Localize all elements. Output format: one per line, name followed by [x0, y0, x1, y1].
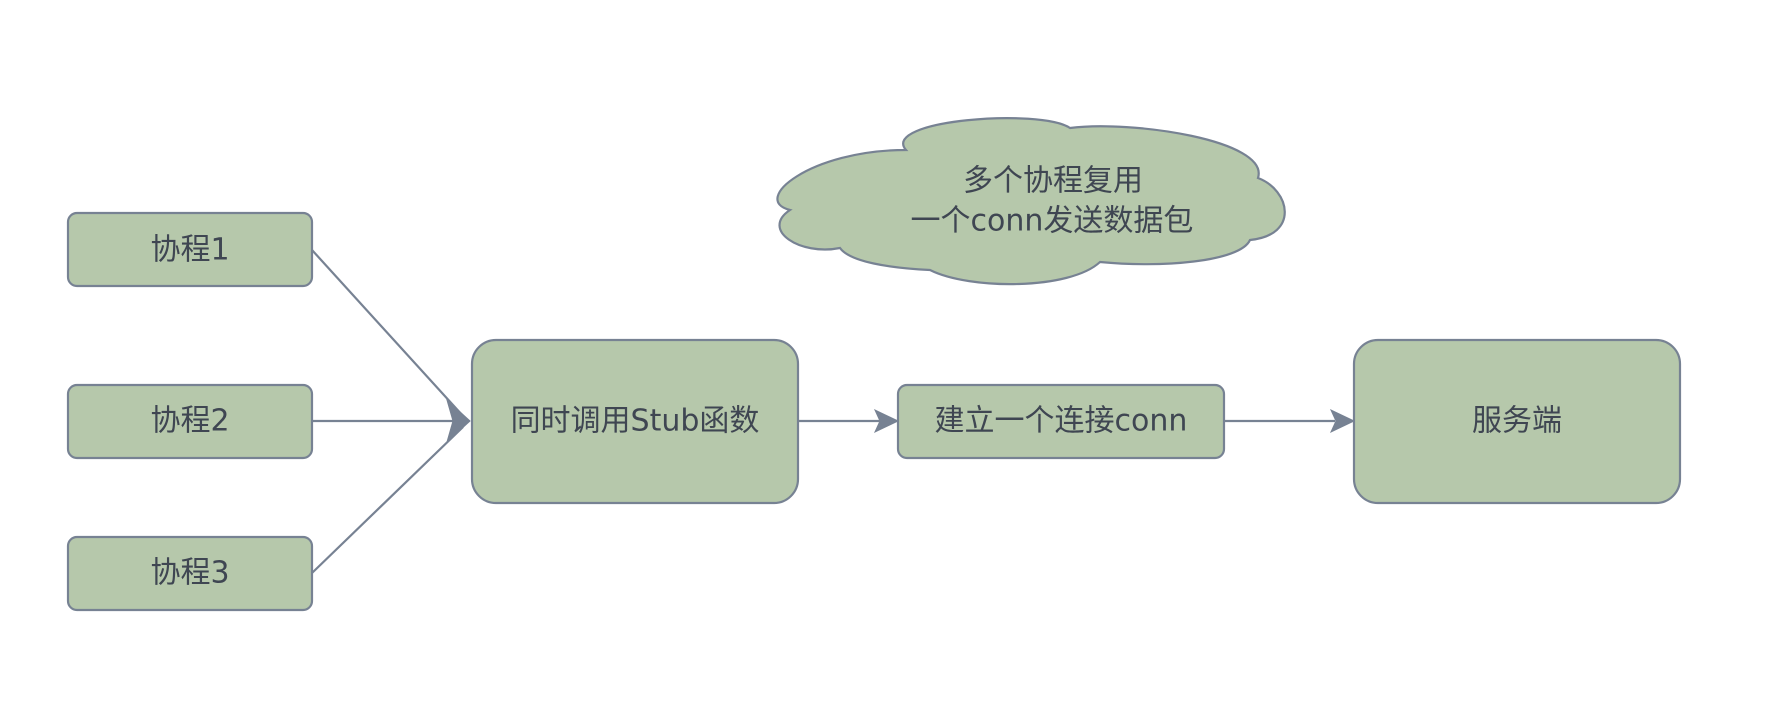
node-coroutine-2: 协程2: [66, 383, 314, 460]
node-stub-call-label: 同时调用Stub函数: [511, 404, 760, 439]
note-cloud: 多个协程复用 一个conn发送数据包: [776, 117, 1286, 286]
node-connection: 建立一个连接conn: [896, 383, 1226, 460]
node-coroutine-2-label: 协程2: [150, 404, 229, 439]
arrowhead-into-stub: [446, 398, 471, 444]
arrowhead-into-server: [1329, 408, 1356, 434]
edge-coroutine3-to-stub: [311, 426, 464, 574]
edge-coroutine1-to-stub: [311, 249, 464, 417]
note-line-1: 多个协程复用: [963, 164, 1143, 199]
arrowhead-into-connection: [873, 408, 900, 434]
cloud-shape: [776, 117, 1286, 286]
note-line-2: 一个conn发送数据包: [911, 204, 1194, 239]
node-server-label: 服务端: [1472, 404, 1562, 439]
node-coroutine-3-label: 协程3: [150, 556, 229, 591]
node-server: 服务端: [1352, 338, 1682, 505]
node-coroutine-1-label: 协程1: [150, 233, 229, 268]
node-stub-call: 同时调用Stub函数: [470, 338, 800, 505]
node-connection-label: 建立一个连接conn: [935, 404, 1188, 439]
node-coroutine-1: 协程1: [66, 211, 314, 288]
edges: [311, 249, 1356, 574]
node-coroutine-3: 协程3: [66, 535, 314, 612]
